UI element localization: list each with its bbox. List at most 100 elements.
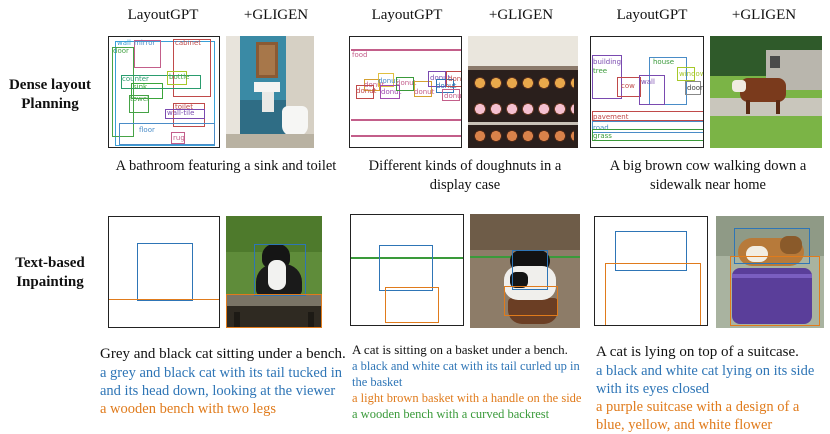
layout-box [685, 81, 701, 95]
layout-box [446, 71, 461, 87]
doughnuts-layout-panel: food donut donut donut donut donut donut… [349, 36, 462, 148]
basket-box [385, 287, 439, 323]
layout-box [129, 95, 149, 113]
caption-suitcase-suitcase: a purple suitcase with a design of a blu… [596, 399, 800, 433]
layout-label: donut [364, 81, 385, 89]
caption-basket-bench: a wooden bench with a curved backrest [352, 407, 550, 421]
layout-box [351, 119, 461, 121]
suitcase-generated-image [716, 216, 824, 328]
layout-box [171, 132, 185, 144]
layout-label: donut [414, 88, 435, 96]
caption-bench-bench: a wooden bench with two legs [100, 401, 276, 417]
layout-box [396, 77, 414, 91]
layout-box [115, 41, 215, 146]
layout-label: grass [593, 132, 612, 140]
bench-line [351, 257, 463, 259]
layout-box [414, 81, 432, 97]
layout-label: wall-tile [167, 109, 195, 117]
layout-label: door [687, 84, 703, 92]
layout-label: counter [122, 75, 149, 83]
layout-box [592, 121, 703, 133]
caption-basket-basket: a light brown basket with a handle on th… [352, 391, 582, 405]
layout-label: donut [356, 87, 377, 95]
suitcase-box [730, 256, 820, 326]
header-layoutgpt-3: LayoutGPT [616, 7, 688, 23]
caption-basket-title: A cat is sitting on a basket under a ben… [352, 342, 568, 357]
layout-box [378, 73, 394, 87]
caption-suitcase-cat: a black and white cat lying on its side … [596, 363, 815, 397]
cow-layout-panel: building tree house window cow wall door… [590, 36, 704, 148]
caption-doughnuts: Different kinds of doughnuts in a displa… [368, 158, 562, 193]
layout-box [119, 123, 215, 145]
layout-box [617, 77, 641, 97]
layout-label: pavement [593, 113, 629, 121]
caption-bench-title: Grey and black cat sitting under a bench… [100, 346, 346, 362]
layout-box [351, 49, 461, 51]
bench-layout-panel [108, 216, 220, 328]
cat-box [512, 250, 548, 290]
layout-label: donut [378, 77, 399, 85]
header-gligen-1: +GLIGEN [243, 7, 309, 23]
layout-box [442, 89, 460, 101]
layout-box [173, 39, 211, 97]
layout-label: rug [173, 134, 185, 142]
layout-label: donut [444, 92, 462, 100]
doughnuts-generated-image [468, 36, 578, 148]
suitcase-layout-panel [594, 216, 708, 326]
layout-box [165, 109, 205, 119]
layout-label: bottle [169, 73, 190, 81]
layout-label: wall [641, 78, 655, 86]
row-label-dense-layout: Dense layout Planning [8, 77, 92, 112]
layout-box [121, 75, 201, 89]
header-layoutgpt-2: LayoutGPT [371, 7, 443, 23]
header-layoutgpt-1: LayoutGPT [127, 7, 199, 23]
layout-box [677, 67, 695, 81]
caption-basket-cat: a black and white cat with its tail curl… [352, 359, 580, 389]
basket-box [504, 286, 558, 316]
layout-label: tree [593, 67, 608, 75]
caption-bathroom: A bathroom featuring a sink and toilet [115, 158, 337, 174]
caption-basket-block: A cat is sitting on a basket under a ben… [352, 341, 588, 422]
layout-label: wall [117, 39, 131, 47]
caption-bench-cat: a grey and black cat with its tail tucke… [100, 365, 342, 399]
layout-label: donut [381, 88, 402, 96]
layout-box [134, 40, 161, 68]
header-gligen-3: +GLIGEN [731, 7, 797, 23]
bench-generated-image [226, 216, 322, 328]
layout-box [380, 85, 400, 99]
suitcase-box [605, 263, 701, 325]
layout-box [592, 129, 703, 141]
cat-box [734, 228, 810, 264]
layout-label: door [113, 47, 129, 55]
layout-box [112, 47, 134, 137]
layout-label: house [653, 58, 675, 66]
layout-label: toilet [175, 103, 193, 111]
layout-label: road [593, 124, 609, 132]
header-gligen-2: +GLIGEN [488, 7, 554, 23]
layout-label: towel [130, 95, 150, 103]
layout-box [351, 135, 461, 137]
layout-box [356, 85, 374, 99]
layout-label: mirror [134, 39, 156, 47]
cow-generated-image [710, 36, 822, 148]
layout-label: floor [139, 126, 155, 134]
layout-label: cabinet [175, 39, 202, 47]
bathroom-layout-panel: wall mirror door cabinet counter bottle … [108, 36, 220, 148]
caption-suitcase-title: A cat is lying on top of a suitcase. [596, 344, 799, 360]
layout-label: window [679, 70, 704, 78]
layout-box [167, 71, 187, 85]
caption-cow: A big brown cow walking down a sidewalk … [609, 158, 807, 193]
bench-box [226, 294, 322, 328]
cat-box [254, 244, 306, 296]
bathroom-generated-image [226, 36, 314, 148]
basket-generated-image [470, 214, 580, 328]
cat-box [615, 231, 687, 271]
layout-box [639, 75, 665, 105]
layout-box [592, 111, 703, 121]
layout-label: donut [396, 79, 417, 87]
layout-box [131, 83, 163, 99]
cat-box [137, 243, 193, 301]
basket-layout-panel [350, 214, 464, 326]
layout-label: donut [448, 75, 462, 83]
row-label-text-inpainting: Text-based Inpainting [15, 255, 85, 290]
